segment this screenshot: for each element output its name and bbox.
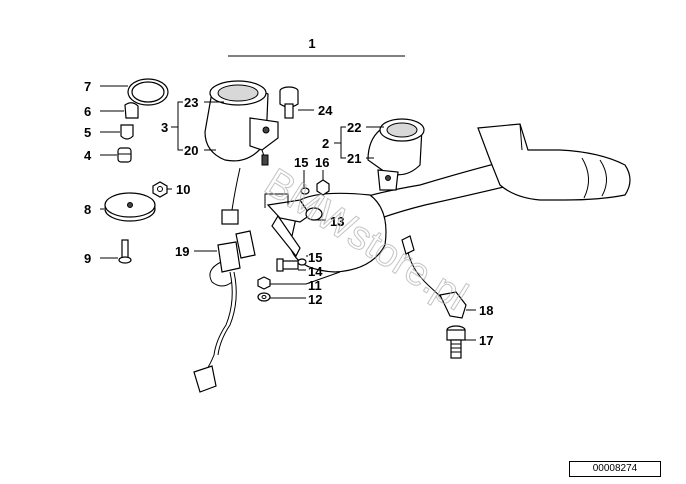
bolt-16-washer-15	[300, 179, 330, 196]
nut-11	[257, 276, 271, 290]
socket-4	[117, 147, 132, 163]
callout-10: 10	[176, 182, 190, 197]
reference-number-box: 00008274	[569, 461, 661, 477]
callout-23: 23	[184, 95, 198, 110]
callout-14: 14	[308, 264, 323, 279]
callout-9: 9	[84, 251, 91, 266]
callout-15b: 15	[308, 250, 322, 265]
callout-2: 2	[322, 136, 329, 151]
callout-16: 16	[315, 155, 329, 170]
callout-8: 8	[84, 202, 91, 217]
callout-15a: 15	[294, 155, 308, 170]
callout-3: 3	[161, 120, 168, 135]
callout-11: 11	[308, 278, 322, 293]
callout-13: 13	[330, 214, 344, 229]
bulb-5	[120, 124, 134, 140]
left-instrument-housing	[204, 80, 279, 166]
washer-12	[257, 292, 271, 302]
callout-24: 24	[318, 103, 333, 118]
sensor-cable-18	[401, 235, 467, 319]
bolt-24	[279, 86, 299, 119]
callout-1: 1	[308, 36, 315, 51]
callout-12: 12	[308, 292, 322, 307]
callout-22: 22	[347, 120, 361, 135]
wiring-harness-19	[193, 167, 256, 393]
nut-10	[152, 181, 168, 198]
bracket-13	[266, 199, 323, 258]
screw-9	[118, 239, 132, 264]
sensor-17	[446, 325, 466, 359]
o-ring-7	[127, 78, 169, 106]
callout-4: 4	[84, 148, 92, 163]
bulb-6	[124, 102, 139, 119]
bolt-14-washer-15	[276, 258, 307, 272]
callout-19: 19	[175, 244, 189, 259]
right-instrument-housing	[367, 118, 425, 191]
callout-6: 6	[84, 104, 91, 119]
callout-20: 20	[184, 143, 198, 158]
callout-17: 17	[479, 333, 493, 348]
callout-21: 21	[347, 151, 361, 166]
callout-7: 7	[84, 79, 91, 94]
cover-8	[104, 192, 156, 222]
callout-18: 18	[479, 303, 493, 318]
callout-5: 5	[84, 125, 91, 140]
